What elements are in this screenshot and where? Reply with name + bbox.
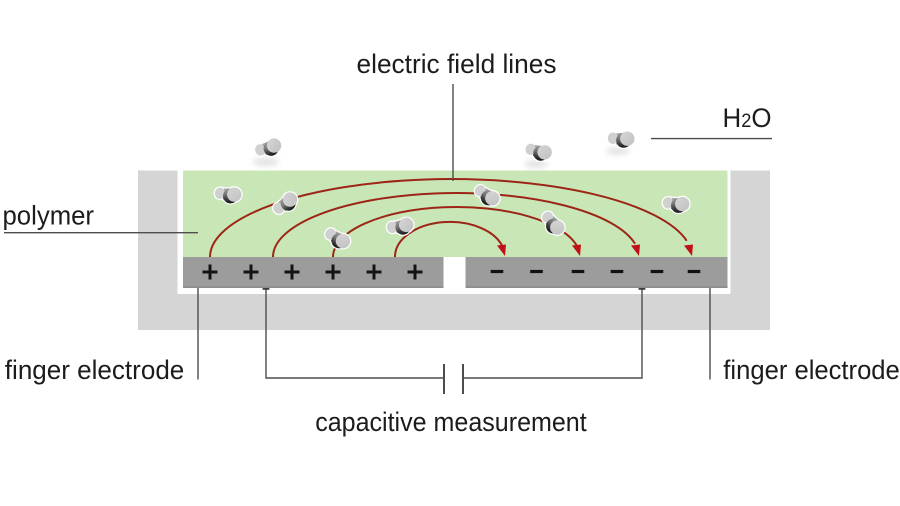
svg-text:electric field lines: electric field lines: [357, 49, 557, 79]
svg-text:finger electrode: finger electrode: [723, 355, 900, 385]
svg-text:capacitive measurement: capacitive measurement: [315, 407, 587, 437]
svg-text:finger electrode: finger electrode: [5, 355, 185, 385]
svg-text:polymer: polymer: [3, 201, 95, 231]
svg-text:H2O: H2O: [723, 103, 772, 133]
